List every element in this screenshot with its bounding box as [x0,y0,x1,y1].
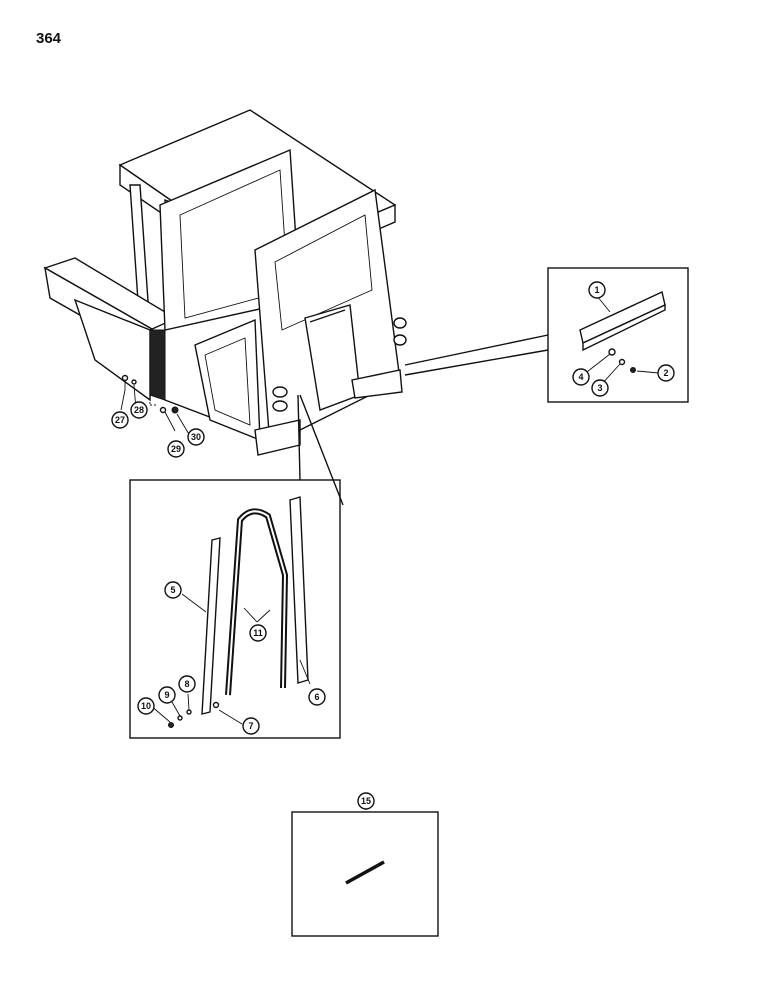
svg-text:2: 2 [663,368,668,378]
callout-27: 27 [111,411,129,429]
left-work-light-lower [272,400,288,412]
detail-box-door-seal [129,394,344,739]
svg-text:7: 7 [248,721,253,731]
svg-text:11: 11 [253,628,263,638]
mount-fasteners [120,374,191,437]
detail-2-leaders [149,593,311,725]
callout-28: 28 [130,401,148,419]
callout-8: 8 [178,675,196,693]
tractor-cab [43,109,407,456]
detail-box-filler-strip [291,800,439,937]
cab-step [254,419,301,456]
bolt-27-head [121,374,129,382]
callout-7: 7 [242,717,260,735]
svg-text:29: 29 [171,444,181,454]
svg-text:8: 8 [184,679,189,689]
screw-7 [212,701,220,709]
filler-strip-15 [345,860,385,885]
page-number: 364 [36,30,62,47]
right-work-light-upper [393,317,407,329]
callout-4: 4 [572,368,590,386]
washer-4 [608,348,616,356]
cab-windshield [274,214,373,331]
left-door-opening [204,337,251,426]
lockwasher-9 [177,715,183,721]
callout-15: 15 [357,792,375,810]
callout-6: 6 [308,688,326,706]
screw-2 [630,367,636,373]
callout-2: 2 [657,364,675,382]
detail-box-2-pointer [297,394,344,506]
svg-text:1: 1 [594,285,599,295]
detail-box-1-pointer [404,334,549,376]
svg-text:6: 6 [314,692,319,702]
washer-28 [131,379,137,385]
svg-text:5: 5 [170,585,175,595]
svg-text:28: 28 [134,405,144,415]
bolt-guide-line [149,390,158,406]
door-top-seal [309,309,346,323]
callout-9: 9 [158,686,176,704]
callout-1: 1 [588,281,606,299]
callout-29: 29 [167,440,185,458]
callout-3: 3 [591,379,609,397]
detail-box-1-frame [547,267,689,403]
fastener-leader-lines [120,384,191,437]
trim-strip-1-flange [582,303,666,352]
nut-30 [171,406,179,414]
cab-rear-mount-bracket [149,329,166,401]
callout-5: 5 [164,581,182,599]
door-seal-11-inner [227,510,287,696]
svg-text:30: 30 [191,432,201,442]
washer-8 [186,709,192,715]
svg-text:9: 9 [164,690,169,700]
callout-30: 30 [187,428,205,446]
washer-29 [159,406,167,414]
right-work-light-lower [393,334,407,346]
svg-text:4: 4 [578,372,583,382]
trim-strip-5 [201,537,221,715]
cab-base-rail [351,369,403,399]
callout-10: 10 [137,697,155,715]
detail-box-trim-strip [404,267,689,403]
svg-text:3: 3 [597,383,602,393]
left-work-light-upper [272,386,288,398]
nut-10 [168,722,174,728]
detail-1-leaders [582,295,660,387]
callout-11: 11 [249,624,267,642]
svg-text:15: 15 [361,796,371,806]
svg-text:10: 10 [141,701,151,711]
svg-text:27: 27 [115,415,125,425]
lockwasher-3 [618,358,626,366]
